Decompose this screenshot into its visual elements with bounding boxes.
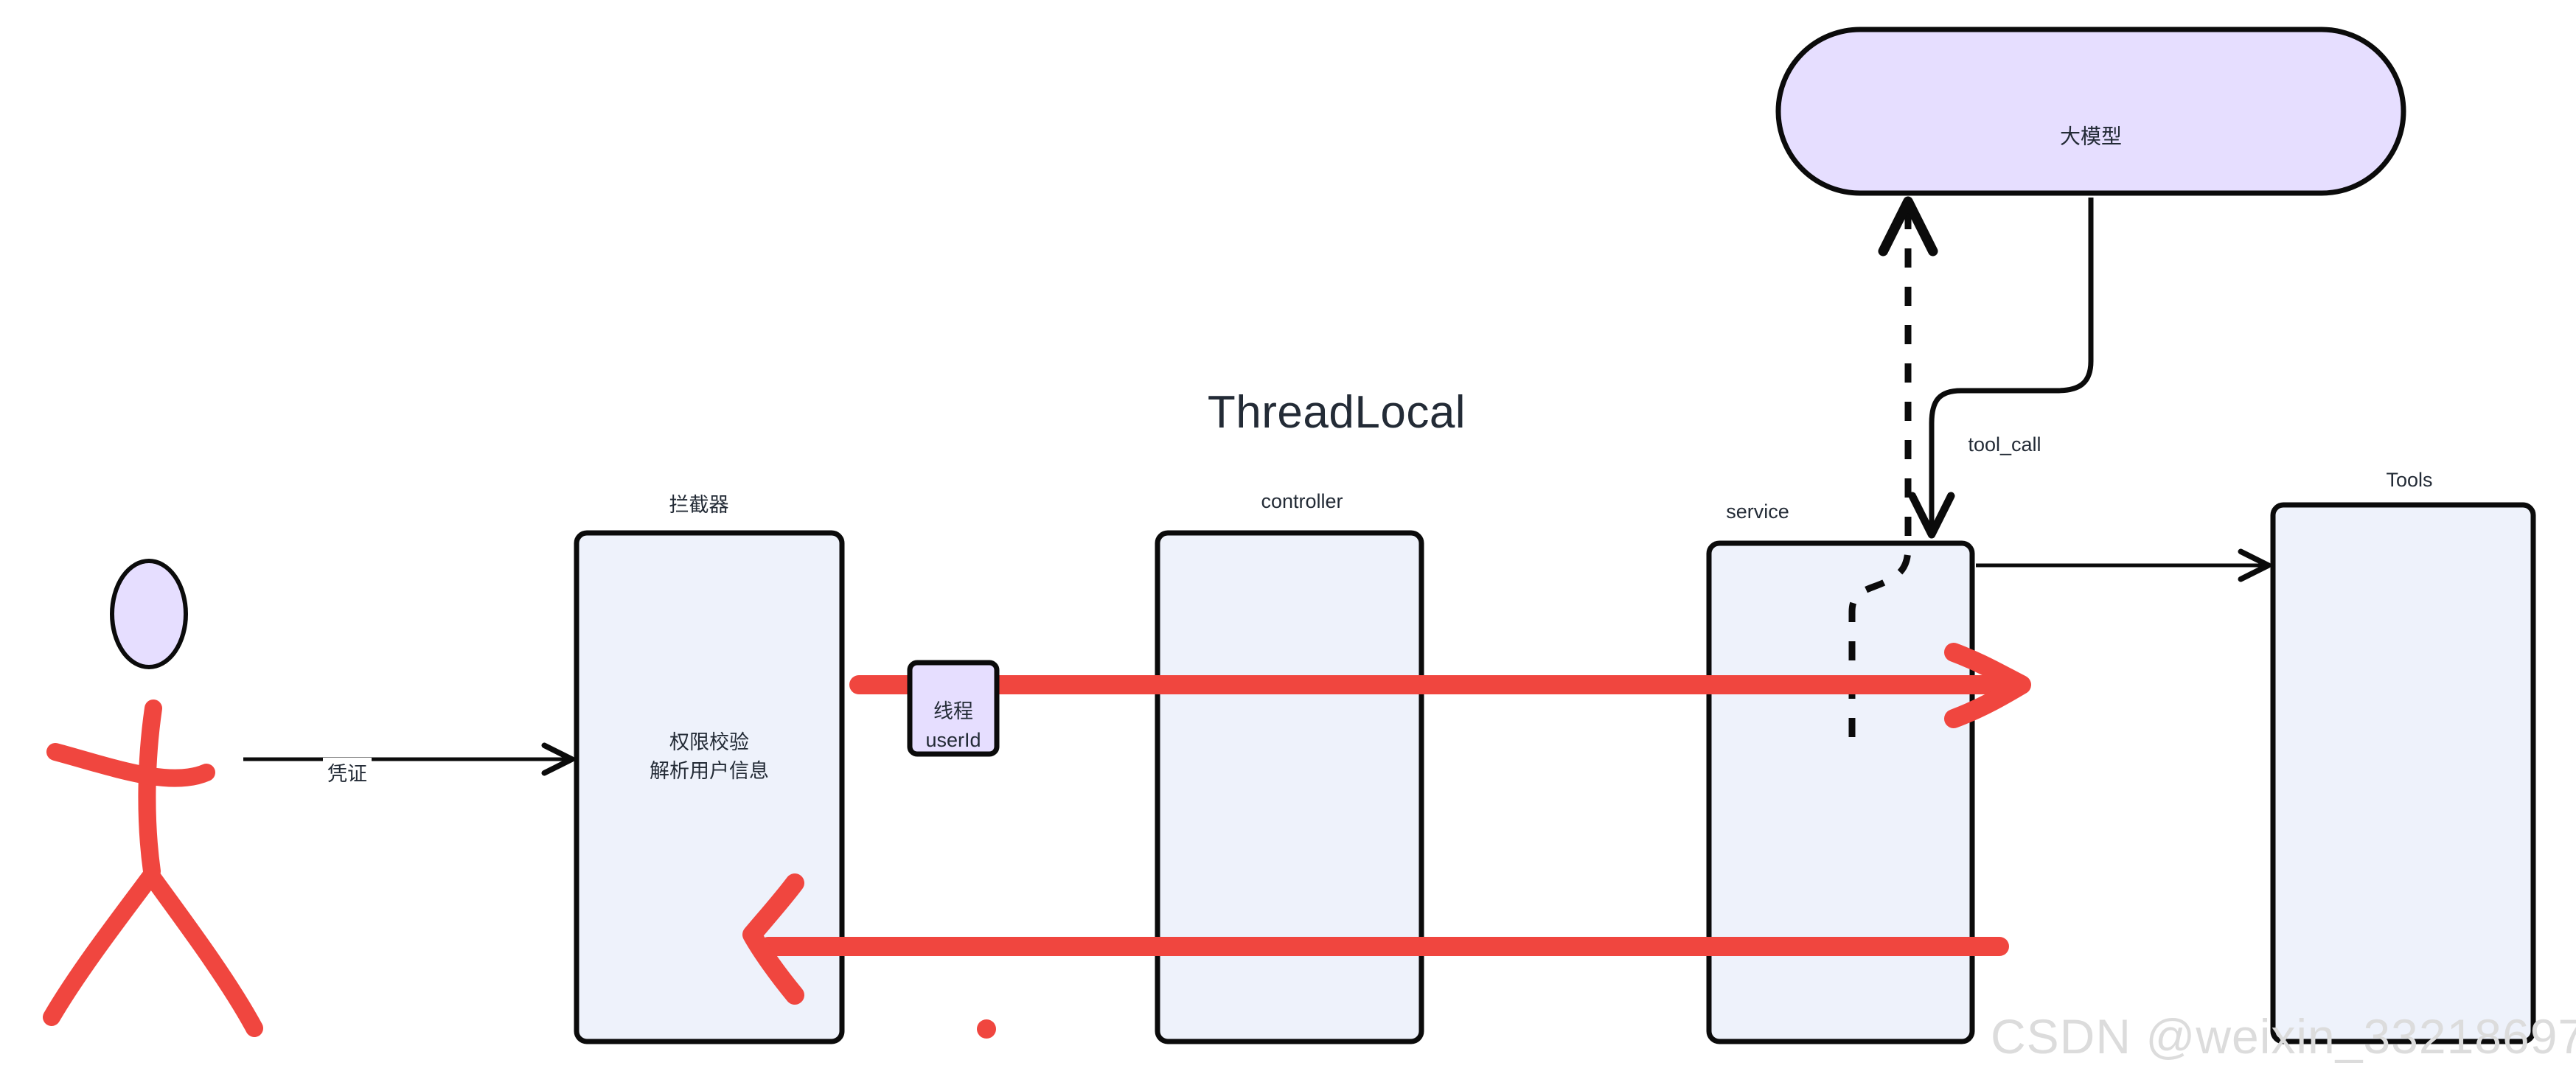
node-body-thread: 线程 userId bbox=[925, 697, 981, 755]
red-response-arrowhead-icon bbox=[742, 873, 804, 1005]
node-body-llm: 大模型 bbox=[2060, 122, 2122, 153]
red-request-arrowhead-icon bbox=[1944, 643, 2031, 728]
actor-arms bbox=[46, 743, 215, 787]
node-controller[interactable] bbox=[1155, 530, 1424, 1044]
node-body-interceptor: 权限校验 解析用户信息 bbox=[650, 728, 769, 786]
interceptor-line-2: 解析用户信息 bbox=[650, 760, 769, 782]
actor-spine bbox=[138, 700, 162, 880]
edge-service-to-llm bbox=[1848, 196, 1938, 737]
llm-line-1: 大模型 bbox=[2059, 125, 2123, 148]
user-actor bbox=[43, 559, 263, 1037]
actor-head-icon bbox=[110, 559, 188, 669]
node-llm[interactable] bbox=[1775, 27, 2406, 196]
actor-right-leg bbox=[142, 867, 263, 1037]
red-response-flow bbox=[742, 873, 2009, 1005]
actor-left-leg bbox=[43, 867, 160, 1026]
thread-line-1: 线程 bbox=[933, 700, 973, 722]
thread-line-2: userId bbox=[925, 729, 981, 751]
node-service[interactable] bbox=[1706, 540, 1975, 1044]
red-dot-marker bbox=[977, 1019, 996, 1039]
node-title-tools: Tools bbox=[2386, 469, 2433, 491]
node-title-service: service bbox=[1726, 500, 1789, 523]
node-title-controller: controller bbox=[1261, 490, 1343, 512]
interceptor-line-1: 权限校验 bbox=[669, 730, 749, 753]
edge-label-tool-call: tool_call bbox=[1963, 433, 2046, 456]
node-thread[interactable] bbox=[907, 660, 1000, 757]
edge-label-credential: 凭证 bbox=[323, 758, 372, 786]
node-tools[interactable] bbox=[2270, 502, 2536, 1044]
node-interceptor[interactable] bbox=[574, 530, 845, 1044]
node-title-interceptor: 拦截器 bbox=[669, 494, 729, 516]
csdn-watermark: CSDN @weixin_33218697 bbox=[1991, 1009, 2576, 1064]
edge-llm-to-service bbox=[1908, 198, 2094, 539]
page-title: ThreadLocal bbox=[1207, 387, 1466, 438]
